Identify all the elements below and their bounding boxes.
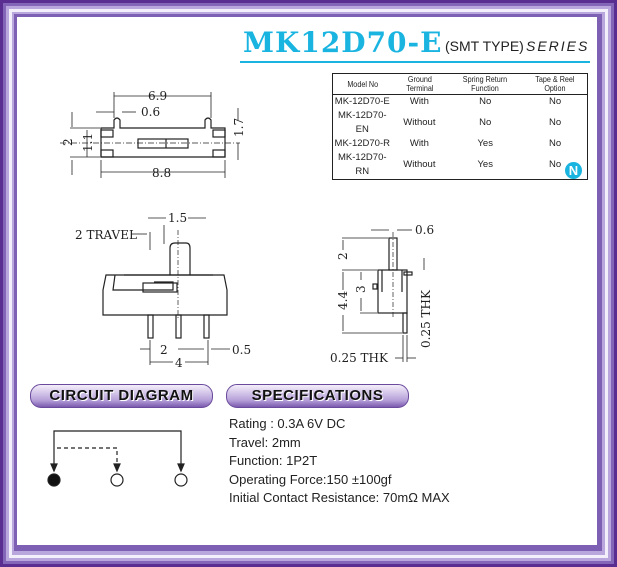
dim-label: 1.7 bbox=[232, 118, 246, 137]
table-row: MK-12D70-EN Without No No bbox=[333, 109, 588, 137]
column-header: Spring Return Function bbox=[451, 73, 520, 95]
dim-label: 0.5 bbox=[232, 343, 251, 357]
top-view-drawing bbox=[60, 92, 240, 178]
terminal-icon bbox=[110, 473, 124, 487]
table-cell: Yes bbox=[477, 159, 493, 170]
column-header: Ground Terminal bbox=[394, 73, 445, 95]
circuit-diagram bbox=[47, 430, 188, 487]
dim-label: 6.9 bbox=[148, 89, 167, 103]
dim-label: 8.8 bbox=[152, 166, 171, 180]
front-view-drawing bbox=[102, 217, 230, 365]
dim-label: 0.6 bbox=[141, 105, 160, 119]
side-view-drawing bbox=[342, 229, 425, 362]
table-cell: No bbox=[549, 96, 562, 107]
spec-rating: Rating : 0.3A 6V DC bbox=[229, 416, 346, 431]
table-row: MK-12D70-E With No No bbox=[333, 95, 588, 110]
specifications-heading: SPECIFICATIONS bbox=[226, 384, 409, 408]
dim-label: 1.1 bbox=[81, 133, 95, 152]
product-title: MK12D70-E bbox=[243, 26, 443, 59]
terminal-icon bbox=[174, 473, 188, 487]
table-cell: No bbox=[549, 159, 562, 170]
title-divider bbox=[240, 61, 590, 63]
spec-function: Function: 1P2T bbox=[229, 453, 318, 468]
circuit-diagram-heading: CIRCUIT DIAGRAM bbox=[30, 384, 213, 408]
spec-travel: Travel: 2mm bbox=[229, 434, 301, 450]
dim-label: 3 bbox=[354, 285, 368, 293]
dim-label: 2 bbox=[336, 252, 350, 260]
table-cell: Without bbox=[403, 117, 436, 128]
dim-label: 4.4 bbox=[336, 291, 350, 310]
specifications-list: Rating : 0.3A 6V DC Travel: 2mm Function… bbox=[229, 415, 450, 508]
dim-label: 0.25 THK bbox=[330, 351, 389, 365]
table-cell: MK-12D70-EN bbox=[337, 110, 387, 135]
dim-label: 0.6 bbox=[415, 223, 434, 237]
dim-label: 1.5 bbox=[168, 211, 187, 225]
spec-operating-force: Operating Force:150 ±100gf bbox=[229, 471, 392, 487]
table-cell: With bbox=[409, 96, 429, 107]
table-cell: No bbox=[479, 117, 492, 128]
table-cell: MK-12D70-E bbox=[334, 96, 390, 107]
spec-contact-resistance: Initial Contact Resistance: 70mΩ MAX bbox=[229, 490, 450, 505]
dim-label: 2 bbox=[160, 343, 168, 357]
column-header: Model No bbox=[335, 73, 389, 95]
table-cell: No bbox=[479, 96, 492, 107]
table-cell: MK-12D70-RN bbox=[337, 152, 387, 177]
table-cell: Yes bbox=[477, 138, 493, 149]
table-header-row: Model No Ground Terminal Spring Return F… bbox=[333, 73, 588, 95]
table-cell: With bbox=[409, 138, 429, 149]
dim-label: 2 TRAVEL bbox=[75, 228, 137, 242]
table-cell: MK-12D70-R bbox=[334, 138, 390, 149]
product-subtitle: (SMT TYPE) bbox=[445, 38, 524, 54]
series-label: SERIES bbox=[526, 38, 590, 54]
dim-label: 4 bbox=[175, 356, 183, 370]
dim-label: 2 bbox=[61, 138, 75, 146]
table-row: MK-12D70-R With Yes No bbox=[333, 137, 588, 151]
column-header: Tape & Reel Option bbox=[526, 73, 585, 95]
dim-label: 0.25 THK bbox=[419, 289, 433, 348]
table-cell: No bbox=[549, 138, 562, 149]
n-badge-icon: N bbox=[565, 162, 582, 179]
table-row: MK-12D70-RN Without Yes No bbox=[333, 151, 588, 180]
table-cell: No bbox=[549, 117, 562, 128]
table-cell: Without bbox=[403, 159, 436, 170]
common-terminal-icon bbox=[47, 473, 61, 487]
model-table: Model No Ground Terminal Spring Return F… bbox=[332, 73, 588, 180]
